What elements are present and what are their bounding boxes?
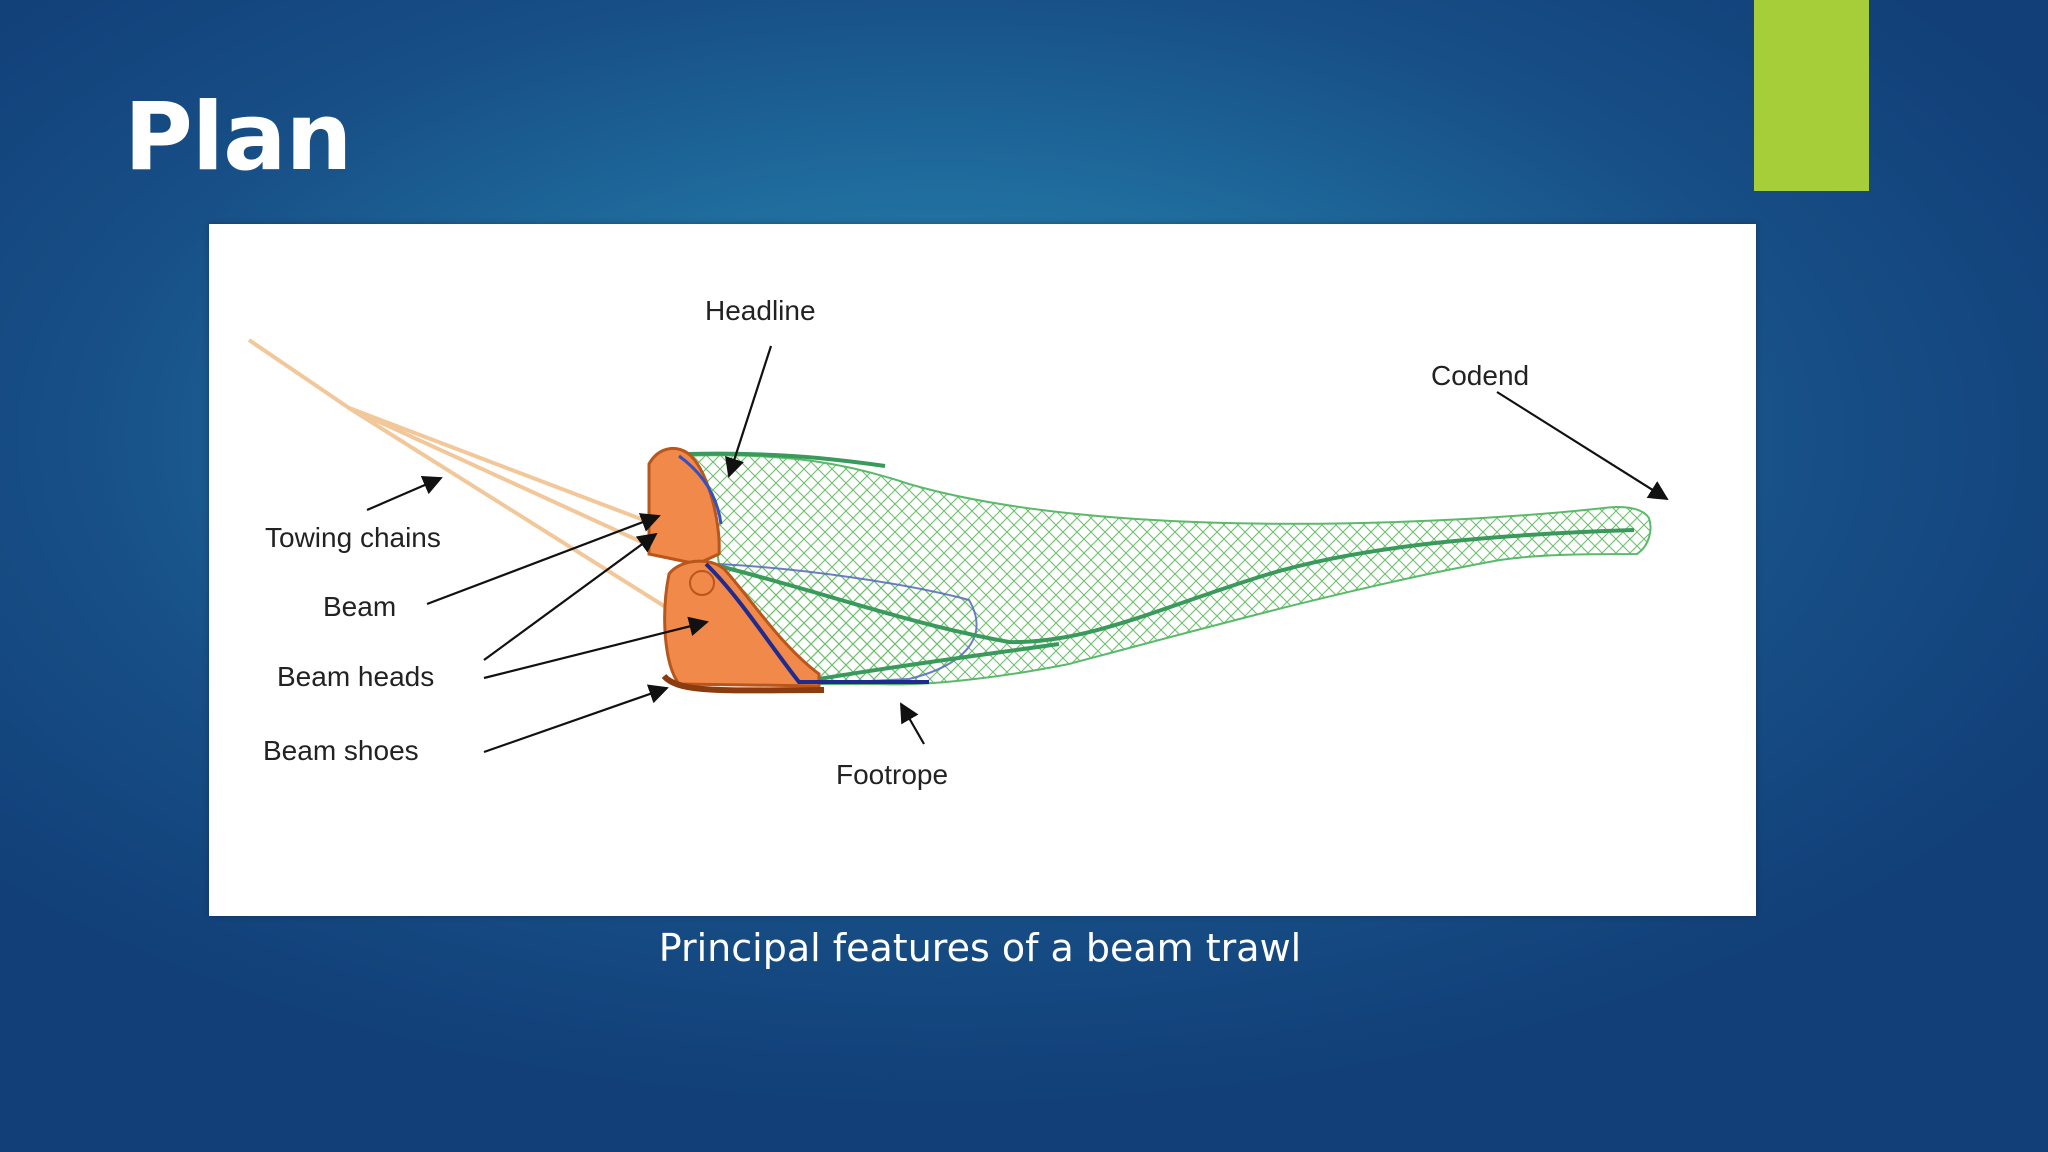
beam-shoes <box>661 673 825 694</box>
label-beam-shoes: Beam shoes <box>263 735 419 766</box>
label-beam-heads: Beam heads <box>277 661 434 692</box>
slide-title: Plan <box>124 83 352 192</box>
label-codend: Codend <box>1431 360 1529 391</box>
towing-chains <box>247 338 666 608</box>
diagram-panel: Headline Codend Towing chains Beam Beam … <box>209 224 1756 916</box>
figure-caption: Principal features of a beam trawl <box>658 926 1302 970</box>
accent-bar <box>1754 0 1869 191</box>
footrope <box>704 562 929 684</box>
net-ropes <box>686 451 1635 681</box>
label-footrope: Footrope <box>836 759 948 790</box>
label-beam: Beam <box>323 591 396 622</box>
label-headline: Headline <box>705 295 816 326</box>
beam-trawl-diagram: Headline Codend Towing chains Beam Beam … <box>247 295 1669 790</box>
label-towing-chains: Towing chains <box>265 522 441 553</box>
headline-rope <box>678 454 723 525</box>
annotation-arrows <box>366 345 1669 754</box>
